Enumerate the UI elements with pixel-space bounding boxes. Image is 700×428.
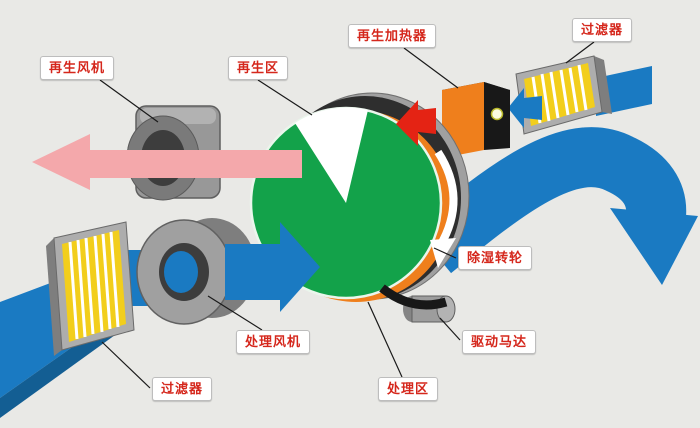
leader-process-zone bbox=[367, 301, 403, 378]
filter-bottom bbox=[46, 221, 135, 356]
process-air-arrowhead bbox=[280, 222, 320, 312]
filter-bottom-side bbox=[46, 238, 62, 356]
regeneration-zone-wedge bbox=[295, 107, 368, 203]
leader-drive-motor bbox=[439, 317, 461, 341]
process-air-path bbox=[0, 218, 320, 418]
wheel-rotation-arrow bbox=[430, 149, 458, 268]
leader-regen-zone bbox=[257, 79, 313, 116]
process-air-shaft-right bbox=[225, 244, 283, 300]
filter-top bbox=[515, 55, 612, 135]
label-regen-heater: 再生加热器 bbox=[348, 24, 437, 48]
outlet-air-arrow bbox=[412, 127, 698, 285]
regeneration-air-arrow bbox=[32, 134, 302, 190]
leader-wheel bbox=[433, 247, 457, 259]
leader-regen-heater bbox=[403, 47, 459, 89]
leader-filter-top bbox=[565, 41, 595, 64]
leader-process-fan bbox=[207, 295, 263, 331]
label-regen-fan: 再生风机 bbox=[40, 56, 115, 80]
heater-indicator-light bbox=[490, 107, 504, 121]
label-filter-bottom: 过滤器 bbox=[152, 377, 213, 401]
drive-belt bbox=[379, 284, 448, 310]
filter-top-side bbox=[594, 56, 612, 114]
label-filter-top: 过滤器 bbox=[572, 18, 633, 42]
label-process-fan: 处理风机 bbox=[236, 330, 311, 354]
drive-motor bbox=[379, 284, 456, 323]
label-wheel: 除湿转轮 bbox=[458, 246, 533, 270]
outlet-arrowhead bbox=[610, 208, 698, 285]
label-regen-zone: 再生区 bbox=[228, 56, 289, 80]
heater-inlet-arrow bbox=[508, 88, 542, 128]
filter-bottom-stripes bbox=[68, 231, 120, 340]
desiccant-wheel bbox=[249, 92, 470, 302]
process-air-in-fan bbox=[164, 251, 198, 293]
label-process-zone: 处理区 bbox=[378, 377, 439, 401]
leader-lines bbox=[99, 41, 595, 389]
leader-regen-fan bbox=[99, 79, 159, 123]
hot-air-arrow bbox=[396, 100, 436, 146]
leader-filter-bottom bbox=[101, 341, 151, 389]
regeneration-arrowhead bbox=[32, 134, 90, 190]
label-drive-motor: 驱动马达 bbox=[462, 330, 537, 354]
